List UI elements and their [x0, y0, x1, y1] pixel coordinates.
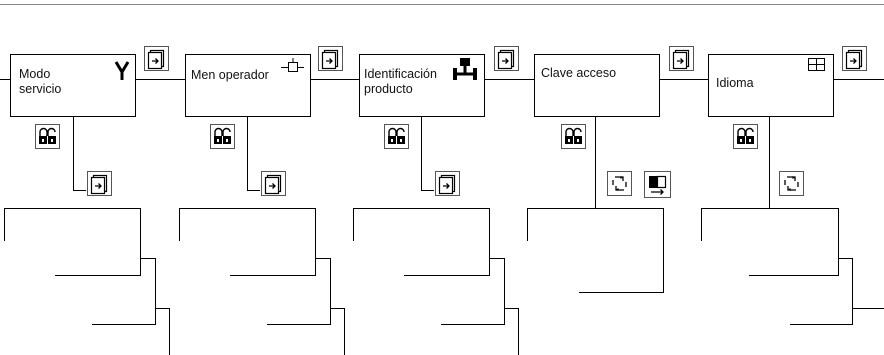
operator-panel-icon [281, 58, 304, 72]
branch-box-middle [441, 258, 505, 325]
menu-column: Modo servicio [4, 46, 170, 355]
display-toggle-icon[interactable] [644, 171, 671, 198]
menu-box-label-line1: Idioma [716, 76, 754, 90]
rotate-icon[interactable] [607, 171, 632, 196]
branch-box-lower [156, 308, 170, 355]
copy-pages-icon[interactable] [669, 46, 694, 71]
menu-box-label-line2: servicio [19, 82, 61, 96]
grid-icon [808, 58, 825, 71]
copy-pages-icon[interactable] [842, 46, 867, 71]
menu-box-label-line2: producto [364, 82, 413, 96]
menu-box[interactable] [708, 54, 834, 117]
menu-column: Men operador [179, 46, 345, 355]
menu-box-label-line1: Modo [19, 67, 50, 81]
branch-box-lower [505, 308, 519, 355]
lock-open-icon [35, 124, 60, 149]
branch-box-upper [701, 208, 839, 276]
branch-box-middle [92, 258, 156, 325]
copy-pages-icon[interactable] [87, 171, 112, 196]
menu-column: Clave acceso [527, 46, 694, 293]
branch-box-upper [4, 208, 141, 276]
lock-open-icon [733, 124, 758, 149]
copy-pages-icon[interactable] [318, 46, 343, 71]
copy-pages-icon[interactable] [435, 171, 460, 196]
branch-box-middle [267, 258, 331, 325]
branch-box-upper [179, 208, 316, 276]
branch-box-upper [527, 208, 664, 293]
menu-box-label-line1: Clave acceso [541, 66, 616, 80]
menu-box[interactable] [10, 54, 136, 117]
copy-pages-icon[interactable] [494, 46, 519, 71]
wrench-icon [114, 61, 130, 80]
menu-box[interactable] [534, 54, 660, 117]
lock-open-icon [210, 124, 235, 149]
menu-box[interactable] [185, 54, 311, 117]
lock-open-icon [384, 124, 409, 149]
branch-box-upper [353, 208, 490, 276]
menu-box-label-line1: Men operador [191, 68, 269, 82]
copy-pages-icon[interactable] [261, 171, 286, 196]
menu-column: Idioma [701, 46, 884, 325]
copy-pages-icon[interactable] [144, 46, 169, 71]
menu-column: Identificación producto [353, 46, 519, 355]
branch-box-lower [331, 308, 345, 355]
menu-box[interactable] [359, 54, 485, 117]
product-id-icon [453, 58, 477, 80]
menu-box-label-line1: Identificación [364, 67, 437, 81]
branch-box-middle [790, 258, 853, 325]
rotate-icon[interactable] [779, 171, 804, 196]
lock-open-icon [561, 124, 586, 149]
